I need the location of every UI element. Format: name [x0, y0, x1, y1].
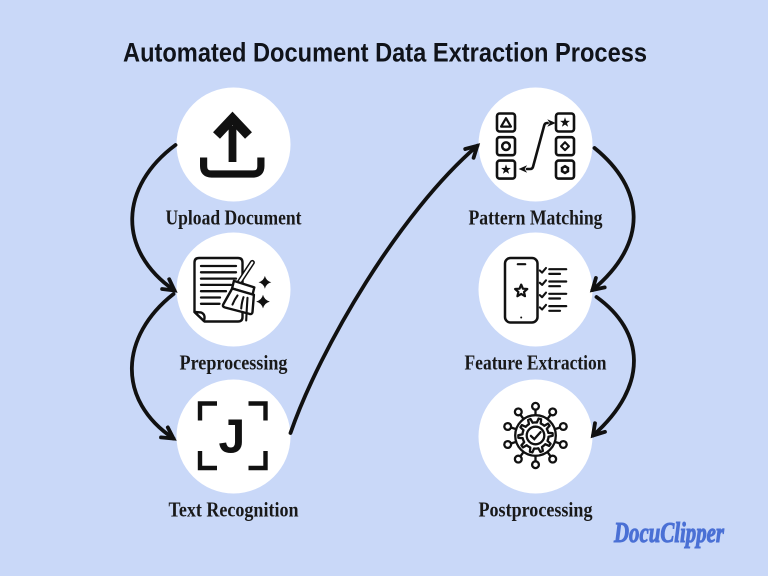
svg-text:Postprocessing: Postprocessing: [479, 498, 593, 522]
svg-text:J: J: [218, 411, 245, 464]
svg-text:Text Recognition: Text Recognition: [169, 498, 299, 522]
svg-text:Automated Document Data Extrac: Automated Document Data Extraction Proce…: [123, 38, 647, 68]
svg-text:Upload Document: Upload Document: [166, 206, 302, 230]
svg-text:DocuClipper: DocuClipper: [613, 518, 725, 549]
svg-text:Pattern Matching: Pattern Matching: [469, 206, 603, 230]
svg-text:Preprocessing: Preprocessing: [180, 351, 288, 375]
svg-text:Feature Extraction: Feature Extraction: [465, 351, 607, 375]
